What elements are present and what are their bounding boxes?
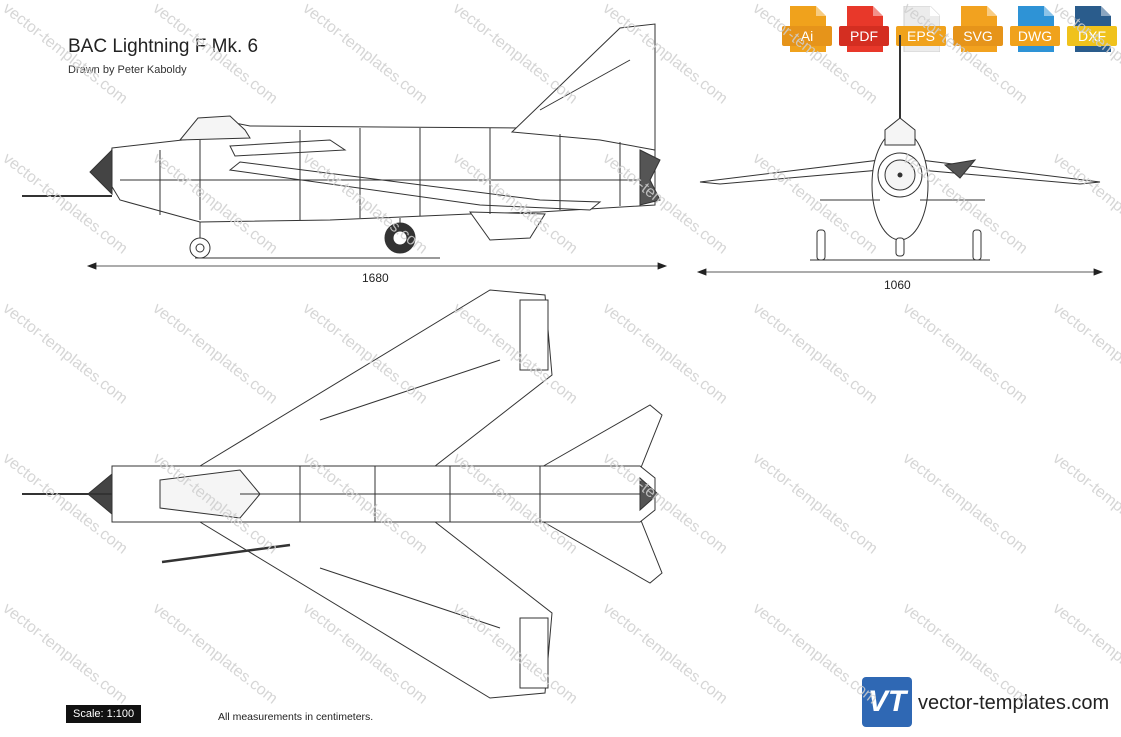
scale-label: Scale: 1:100 [66,705,142,723]
svg-format-label: SVG [953,26,1003,46]
length-dimension-line [86,262,668,270]
wingspan-dimension-label: 1060 [884,278,911,292]
pdf-format-label: PDF [839,26,889,46]
eps-format-icon[interactable]: EPS [896,5,946,53]
page-title: BAC Lightning F Mk. 6 [68,36,259,57]
svg-format-icon[interactable]: SVG [953,6,1003,52]
dxf-format-label: DXF [1067,26,1117,46]
top-view [22,289,663,699]
ai-format-icon[interactable]: Ai [782,6,832,52]
pdf-format-icon[interactable]: PDF [839,6,889,52]
author-credit: Drawn by Peter Kaboldy [68,64,187,76]
front-view [699,35,1101,261]
side-view [22,23,661,259]
ai-format-label: Ai [782,26,832,46]
eps-format-label: EPS [896,26,946,46]
wingspan-dimension-line [696,268,1104,276]
vt-logo-icon[interactable]: VT [862,677,912,727]
dwg-format-icon[interactable]: DWG [1010,6,1060,52]
brand-link[interactable]: vector-templates.com [918,692,1110,714]
measurement-note: All measurements in centimeters. [218,711,374,723]
length-dimension-label: 1680 [362,271,389,285]
dxf-format-icon[interactable]: DXF [1067,6,1117,52]
dwg-format-label: DWG [1010,26,1060,46]
